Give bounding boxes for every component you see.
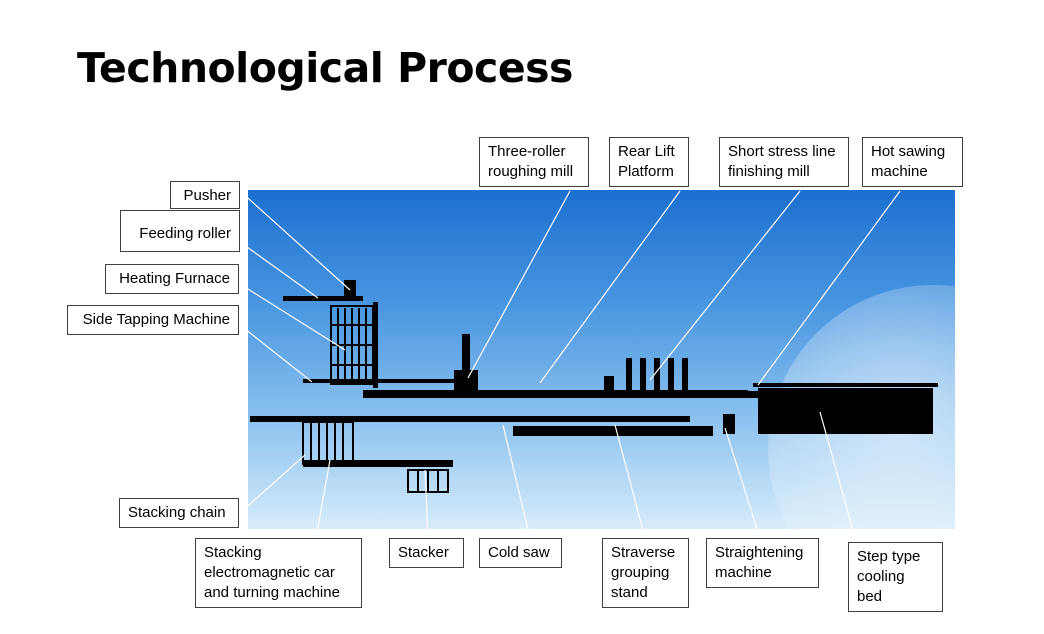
lower-roller-table (513, 426, 713, 436)
leader-side-tapping (239, 324, 313, 383)
label-stacking-electromagnetic-car: Stacking electromagnetic car and turning… (195, 538, 362, 608)
roughing-mill-tower (462, 334, 470, 374)
roughing-mill-stand (454, 370, 478, 390)
cooling-bed-top-frame (753, 383, 938, 387)
label-stacker: Stacker (389, 538, 464, 568)
leader-feeding-roller (239, 241, 319, 299)
label-cold-saw: Cold saw (479, 538, 562, 568)
label-straightening-machine: Straightening machine (706, 538, 819, 588)
label-step-type-cooling-bed: Step type cooling bed (848, 542, 943, 612)
stacker-frame (407, 469, 449, 493)
furnace-side-wall (373, 302, 378, 388)
label-feeding-roller: Feeding roller (120, 210, 240, 252)
straightener (723, 414, 735, 434)
leader-rear-lift (539, 190, 681, 384)
label-hot-sawing-machine: Hot sawing machine (862, 137, 963, 187)
label-rear-lift-platform: Rear Lift Platform (609, 137, 689, 187)
leader-straightening (724, 427, 761, 539)
leader-straverse (614, 424, 646, 539)
stacking-chain-line (303, 460, 453, 467)
leader-hot-sawing (757, 190, 901, 386)
leader-pusher (239, 190, 351, 291)
leader-stacking-chain (239, 454, 306, 514)
leader-heating-furnace (239, 283, 346, 351)
label-pusher: Pusher (170, 181, 240, 209)
mid-roller-table (688, 391, 768, 396)
leader-short-stress (649, 190, 801, 381)
pusher-head (344, 280, 356, 298)
label-three-roller-roughing-mill: Three-roller roughing mill (479, 137, 589, 187)
main-transfer-line (250, 416, 690, 422)
leader-stacking-car (315, 459, 331, 539)
side-tapping-line (303, 379, 473, 383)
upper-rolling-table (548, 393, 758, 398)
pusher-arm (283, 296, 363, 301)
leader-cold-saw (502, 424, 531, 539)
label-short-stress-line-finishing-mill: Short stress line finishing mill (719, 137, 849, 187)
label-heating-furnace: Heating Furnace (105, 264, 239, 294)
page-title: Technological Process (77, 44, 573, 92)
label-stacking-chain: Stacking chain (119, 498, 239, 528)
leader-three-roller (467, 190, 571, 379)
leader-cooling-bed (819, 411, 856, 539)
step-cooling-bed (758, 388, 933, 434)
label-straverse-grouping-stand: Straverse grouping stand (602, 538, 689, 608)
label-side-tapping-machine: Side Tapping Machine (67, 305, 239, 335)
rolling-line-drawing (250, 280, 938, 493)
leader-stacker (424, 469, 429, 539)
finishing-mill-stands (604, 358, 688, 394)
